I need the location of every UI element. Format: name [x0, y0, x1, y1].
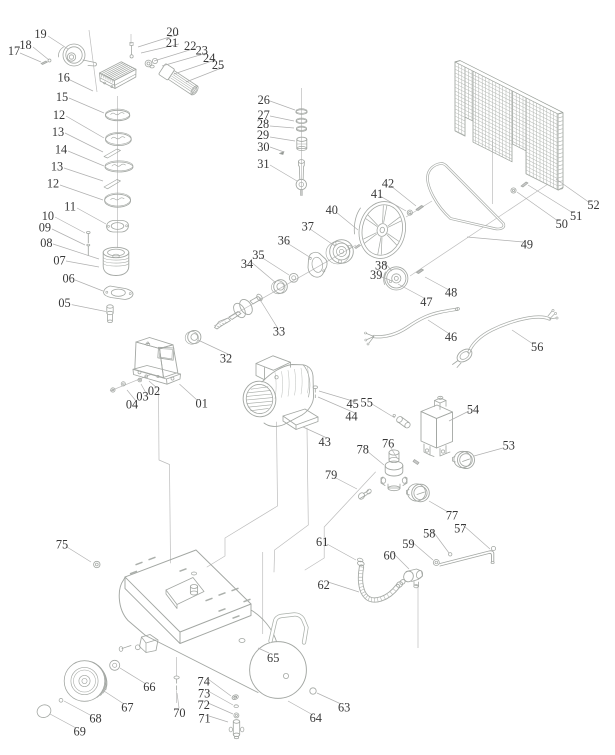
svg-text:25: 25 — [212, 58, 224, 72]
svg-text:45: 45 — [346, 397, 358, 411]
svg-text:37: 37 — [302, 219, 314, 233]
svg-text:22: 22 — [184, 39, 196, 53]
svg-text:58: 58 — [423, 526, 435, 540]
svg-text:51: 51 — [570, 209, 582, 223]
svg-text:69: 69 — [74, 725, 86, 739]
svg-text:10: 10 — [42, 209, 54, 223]
svg-text:79: 79 — [325, 468, 337, 482]
svg-text:78: 78 — [357, 442, 369, 456]
svg-text:16: 16 — [58, 71, 70, 85]
svg-text:64: 64 — [310, 711, 322, 725]
svg-text:28: 28 — [257, 117, 269, 131]
svg-text:46: 46 — [445, 330, 457, 344]
svg-text:13: 13 — [51, 160, 63, 174]
svg-text:60: 60 — [383, 548, 395, 562]
svg-text:19: 19 — [34, 27, 46, 41]
svg-text:26: 26 — [258, 93, 270, 107]
svg-text:29: 29 — [257, 128, 269, 142]
svg-text:30: 30 — [257, 140, 269, 154]
svg-text:73: 73 — [198, 686, 210, 700]
svg-text:06: 06 — [62, 272, 74, 286]
svg-text:23: 23 — [196, 44, 208, 58]
svg-text:03: 03 — [136, 390, 148, 404]
svg-text:15: 15 — [56, 90, 68, 104]
svg-text:12: 12 — [53, 108, 65, 122]
svg-text:44: 44 — [345, 409, 357, 423]
svg-text:09: 09 — [39, 220, 51, 234]
svg-text:35: 35 — [252, 248, 264, 262]
svg-text:72: 72 — [198, 698, 210, 712]
svg-text:68: 68 — [89, 712, 101, 726]
svg-text:36: 36 — [278, 233, 290, 247]
svg-text:18: 18 — [19, 38, 31, 52]
svg-text:04: 04 — [126, 398, 138, 412]
svg-text:62: 62 — [317, 578, 329, 592]
svg-text:65: 65 — [267, 651, 279, 665]
svg-text:40: 40 — [326, 203, 338, 217]
svg-text:49: 49 — [521, 238, 533, 252]
svg-text:67: 67 — [121, 701, 133, 715]
svg-text:32: 32 — [220, 352, 232, 366]
svg-text:71: 71 — [198, 711, 210, 725]
svg-text:07: 07 — [53, 253, 65, 267]
svg-text:77: 77 — [446, 509, 458, 523]
svg-text:70: 70 — [173, 706, 185, 720]
svg-text:38: 38 — [375, 258, 387, 272]
svg-text:27: 27 — [257, 108, 269, 122]
svg-text:48: 48 — [445, 285, 457, 299]
svg-text:34: 34 — [241, 257, 253, 271]
svg-text:11: 11 — [64, 199, 76, 213]
svg-text:31: 31 — [257, 157, 269, 171]
svg-text:57: 57 — [454, 521, 466, 535]
svg-text:76: 76 — [382, 436, 394, 450]
svg-text:74: 74 — [198, 674, 210, 688]
svg-text:53: 53 — [503, 438, 515, 452]
svg-text:14: 14 — [55, 143, 67, 157]
svg-text:12: 12 — [47, 177, 59, 191]
svg-text:54: 54 — [467, 403, 479, 417]
svg-text:33: 33 — [273, 325, 285, 339]
svg-text:59: 59 — [402, 537, 414, 551]
svg-text:55: 55 — [361, 395, 373, 409]
svg-text:08: 08 — [40, 236, 52, 250]
svg-text:63: 63 — [338, 701, 350, 715]
svg-text:41: 41 — [371, 187, 383, 201]
svg-text:66: 66 — [143, 680, 155, 694]
svg-text:43: 43 — [319, 435, 331, 449]
svg-text:61: 61 — [316, 535, 328, 549]
svg-text:75: 75 — [56, 538, 68, 552]
svg-text:56: 56 — [531, 340, 543, 354]
svg-text:13: 13 — [52, 125, 64, 139]
svg-text:21: 21 — [166, 36, 178, 50]
svg-text:20: 20 — [166, 25, 178, 39]
svg-text:52: 52 — [587, 198, 599, 212]
svg-text:42: 42 — [382, 177, 394, 191]
svg-text:47: 47 — [420, 295, 432, 309]
svg-text:05: 05 — [58, 296, 70, 310]
svg-text:17: 17 — [8, 44, 20, 58]
svg-text:50: 50 — [556, 217, 568, 231]
svg-text:01: 01 — [196, 396, 208, 410]
svg-text:24: 24 — [203, 51, 215, 65]
svg-text:39: 39 — [370, 268, 382, 282]
svg-text:02: 02 — [148, 384, 160, 398]
